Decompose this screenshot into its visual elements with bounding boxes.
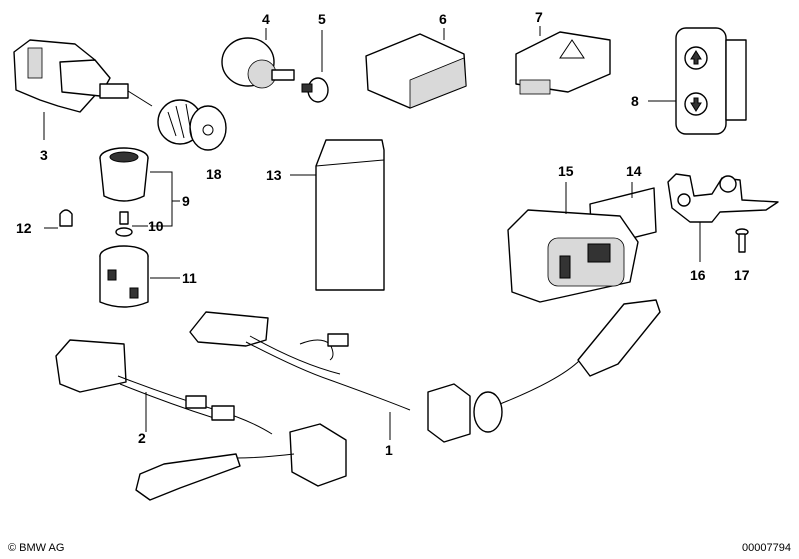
callout-14: 14 (626, 163, 642, 179)
part-16-bracket[interactable] (667, 173, 779, 262)
part-15-control-unit[interactable] (507, 182, 639, 303)
callout-18: 18 (206, 166, 222, 182)
callout-16: 16 (690, 267, 706, 283)
part-17-screw[interactable] (735, 228, 749, 253)
part-6-relay[interactable] (365, 28, 467, 109)
part-13-relay-box[interactable] (290, 139, 385, 291)
part-3-switch[interactable] (13, 39, 153, 140)
part-5-switch-cap[interactable] (301, 30, 329, 103)
callout-15: 15 (558, 163, 574, 179)
part-1-indicator-switch-harness[interactable] (189, 299, 661, 443)
callout-9: 9 (182, 193, 190, 209)
part-11-lighter-socket[interactable] (99, 245, 180, 308)
callout-8: 8 (631, 93, 639, 109)
callout-17: 17 (734, 267, 750, 283)
part-2-wiper-switch-harness[interactable] (55, 339, 347, 501)
callout-13: 13 (266, 167, 282, 183)
callout-10: 10 (148, 218, 164, 234)
callout-1: 1 (385, 442, 393, 458)
callout-3: 3 (40, 147, 48, 163)
part-18-light-knob[interactable] (157, 99, 227, 151)
callout-5: 5 (318, 11, 326, 27)
callout-6: 6 (439, 11, 447, 27)
part-4-rotary-switch[interactable] (221, 28, 295, 89)
callout-4: 4 (262, 11, 270, 27)
part-12-bulb[interactable] (44, 209, 73, 229)
callout-7: 7 (535, 9, 543, 25)
callout-2: 2 (138, 430, 146, 446)
copyright-notice: © BMW AG (8, 542, 65, 554)
part-10-lighter-element[interactable] (115, 211, 148, 237)
part-8-window-switch[interactable] (648, 27, 747, 135)
callout-11: 11 (182, 270, 197, 286)
callout-12: 12 (16, 220, 32, 236)
part-7-hazard-switch[interactable] (515, 26, 611, 95)
part-9-lighter-insert[interactable] (99, 147, 180, 227)
document-number: 00007794 (742, 542, 791, 554)
